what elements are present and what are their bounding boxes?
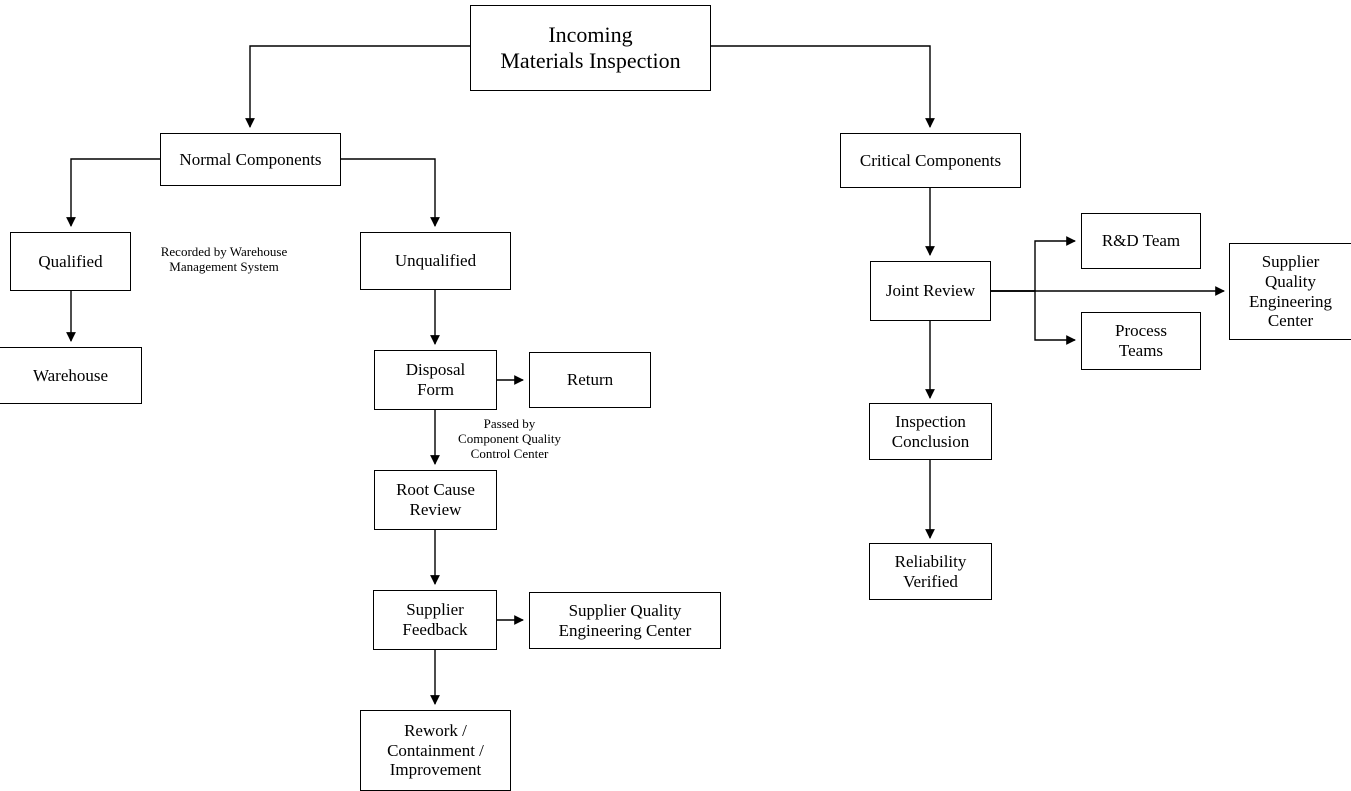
node-label: Supplier Quality Engineering Center <box>558 600 692 640</box>
node-joint-review[interactable]: Joint Review <box>870 261 991 321</box>
edge-joint-review-to-process-teams <box>991 290 1076 345</box>
node-label: Warehouse <box>32 365 109 385</box>
node-label: Process Teams <box>1115 321 1167 360</box>
node-label: R&D Team <box>1101 231 1181 251</box>
node-incoming-materials-inspection[interactable]: Incoming Materials Inspection <box>470 5 711 91</box>
edge-normal-components-to-unqualified <box>341 158 440 227</box>
node-warehouse[interactable]: Warehouse <box>0 347 142 404</box>
node-rework-containment-improvement[interactable]: Rework / Containment / Improvement <box>360 710 511 791</box>
edge-root-to-critical-components <box>710 45 935 128</box>
node-disposal-form[interactable]: Disposal Form <box>374 350 497 410</box>
node-return[interactable]: Return <box>529 352 651 408</box>
node-qualified[interactable]: Qualified <box>10 232 131 291</box>
node-label: Disposal Form <box>405 360 466 399</box>
edge-root-to-normal-components <box>245 45 470 128</box>
node-label: Inspection Conclusion <box>891 411 970 451</box>
node-label: Rework / Containment / Improvement <box>387 720 484 780</box>
node-label: Supplier Feedback <box>402 600 468 639</box>
node-critical-components[interactable]: Critical Components <box>840 133 1021 188</box>
node-supplier-feedback[interactable]: Supplier Feedback <box>373 590 497 650</box>
node-label: Qualified <box>38 251 103 271</box>
node-root-cause-review[interactable]: Root Cause Review <box>374 470 497 530</box>
node-inspection-conclusion[interactable]: Inspection Conclusion <box>869 403 992 460</box>
edge-label-warehouse-management-system: Recorded by Warehouse Management System <box>160 244 288 275</box>
node-supplier-quality-engineering-center-right[interactable]: Supplier Quality Engineering Center <box>1229 243 1351 340</box>
node-label: Joint Review <box>885 281 976 301</box>
node-reliability-verified[interactable]: Reliability Verified <box>869 543 992 600</box>
node-label: Normal Components <box>179 149 322 169</box>
node-label: Supplier Quality Engineering Center <box>1248 252 1333 331</box>
node-process-teams[interactable]: Process Teams <box>1081 312 1201 370</box>
node-label: Root Cause Review <box>396 480 475 519</box>
node-label: Unqualified <box>394 251 477 271</box>
node-label: Incoming Materials Inspection <box>500 22 681 73</box>
node-label: Reliability Verified <box>894 551 967 591</box>
node-rd-team[interactable]: R&D Team <box>1081 213 1201 269</box>
edge-label-component-quality-control-center: Passed by Component Quality Control Cent… <box>458 416 561 462</box>
edge-normal-components-to-qualified <box>66 158 160 227</box>
node-supplier-quality-engineering-center-left[interactable]: Supplier Quality Engineering Center <box>529 592 721 649</box>
edge-joint-review-to-rd-team <box>991 236 1076 292</box>
node-normal-components[interactable]: Normal Components <box>160 133 341 186</box>
node-label: Critical Components <box>859 150 1002 170</box>
node-unqualified[interactable]: Unqualified <box>360 232 511 290</box>
node-label: Return <box>566 370 614 390</box>
